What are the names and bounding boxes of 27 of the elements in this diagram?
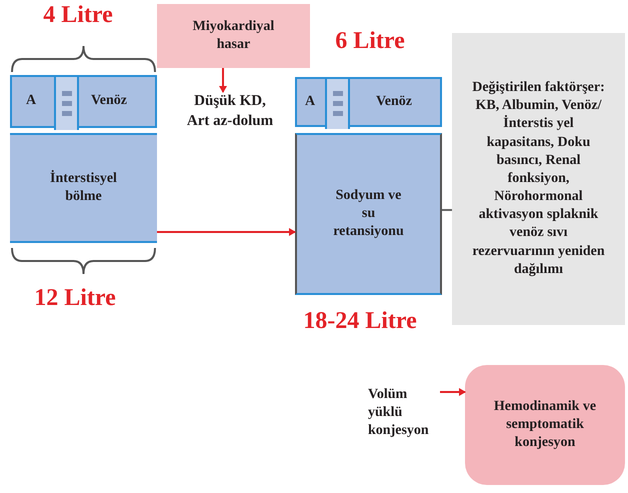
label-text: Sodyum ve su retansiyonu (332, 186, 405, 242)
arrow (157, 228, 296, 236)
interstitial-compartment-box (10, 133, 157, 243)
label-text: Volüm yüklü konjesyon (368, 386, 430, 440)
label-text: Değiştirilen faktörşer: KB, Albumin, Venöz/ İnterstis yel kapasitans, Doku basıncı, Renal fonksiyon, Nörohormonal aktivasyon splaknik venöz sıvı rezervuarının yeniden dağılımı (471, 78, 606, 279)
volume-label: 18-24 Litre (303, 308, 417, 335)
factors-box (452, 33, 625, 325)
arterial-column-box (54, 77, 79, 130)
arrow (219, 68, 227, 93)
volume-label: 4 Litre (43, 2, 113, 29)
label-text: Venöz (90, 92, 127, 110)
label-text: A (305, 92, 316, 111)
venous-compartment-bar (295, 77, 442, 127)
label-text: Düşük KD, Art az-dolum (186, 92, 274, 130)
label-text: İnterstisyel bölme (49, 170, 118, 206)
label-text: Venöz (376, 92, 412, 111)
arterial-column-box (325, 79, 350, 129)
volume-label: 6 Litre (335, 28, 405, 55)
venous-compartment-bar (10, 75, 157, 128)
arrow (440, 388, 466, 396)
retention-compartment-box (295, 133, 442, 295)
outcome-box (465, 365, 625, 485)
cause-box (157, 4, 310, 68)
label-text: Hemodinamik ve semptomatik konjesyon (492, 398, 598, 452)
label-text: A (26, 92, 36, 110)
volume-label: 12 Litre (34, 285, 116, 312)
label-text: Miyokardiyal hasar (192, 18, 276, 54)
